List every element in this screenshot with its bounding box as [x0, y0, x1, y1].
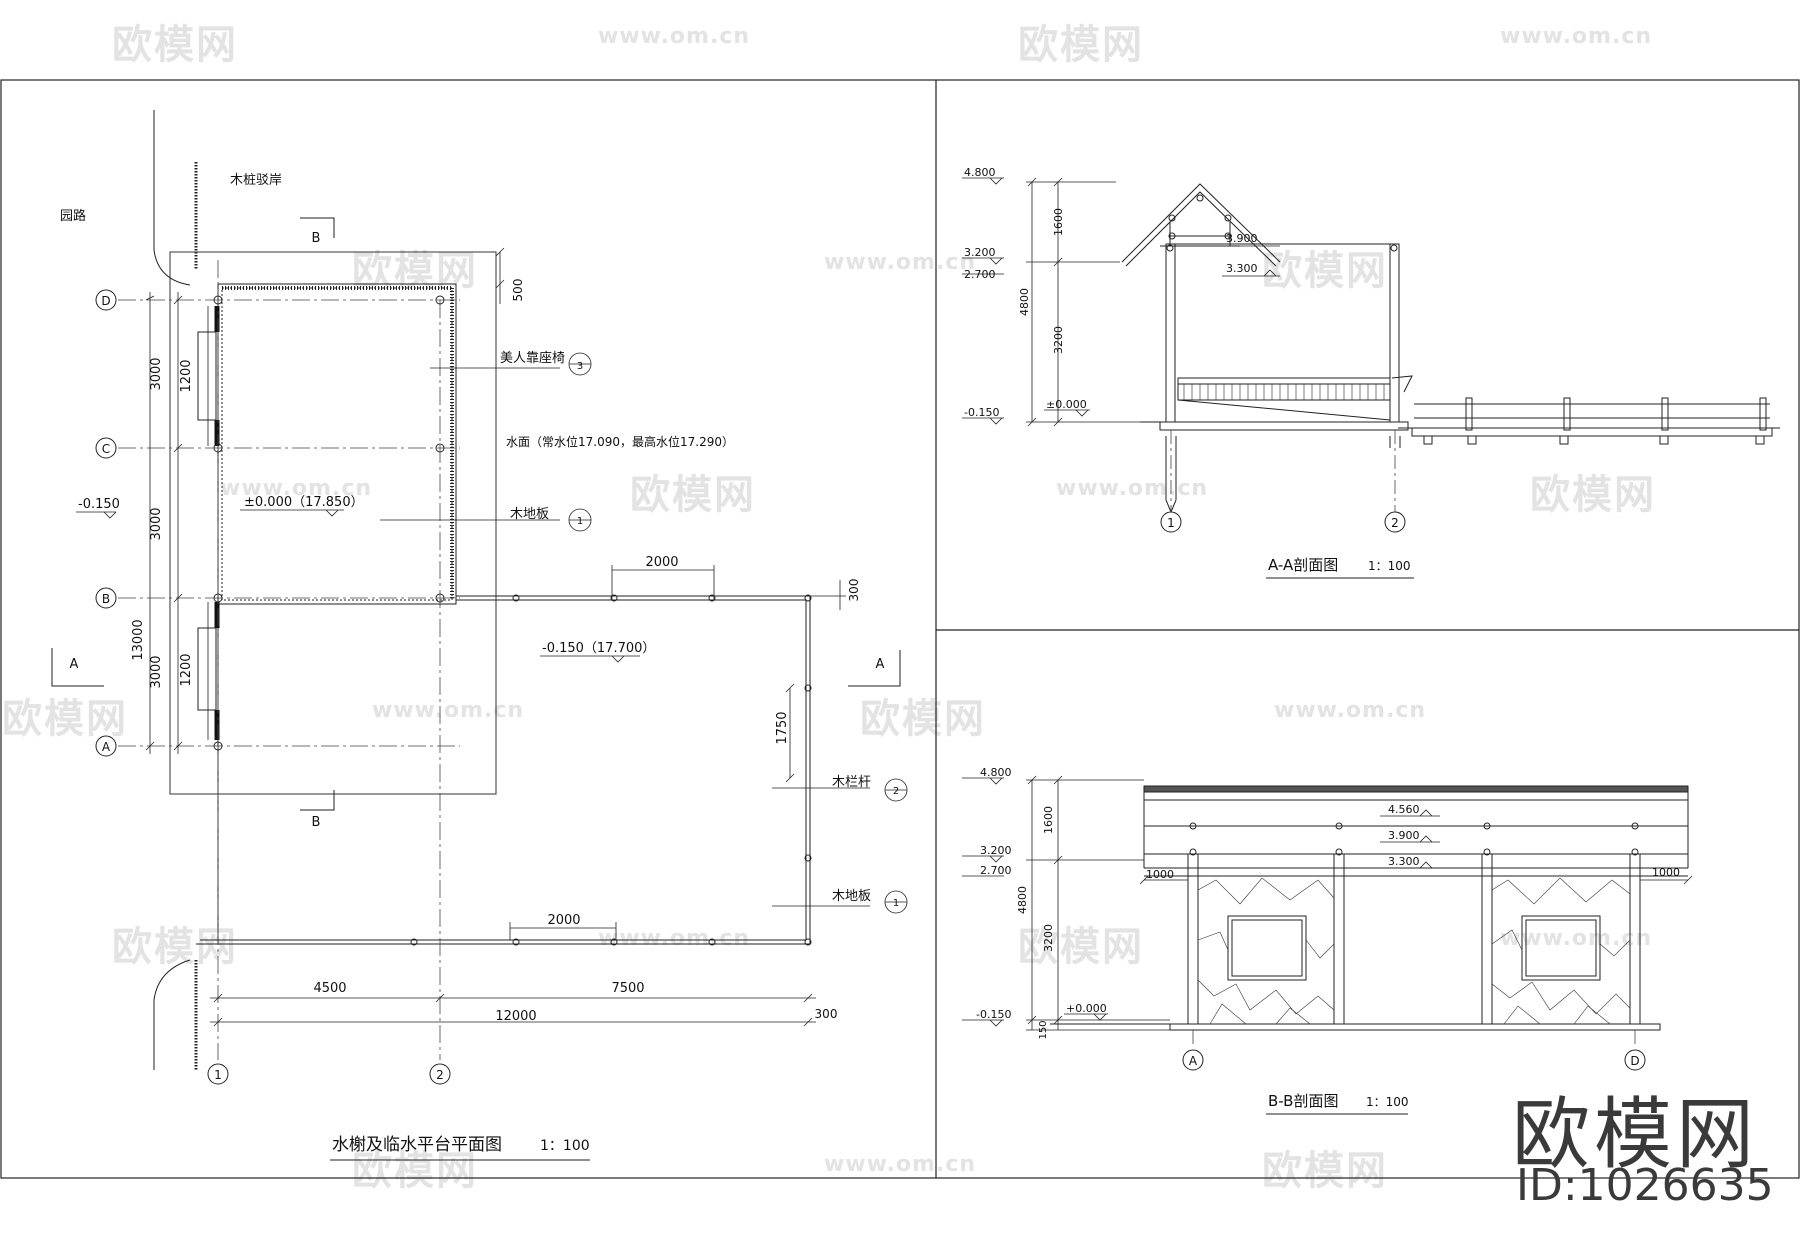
dim-3000-bottom: 3000 — [149, 655, 164, 688]
bb-axis-d: D — [1630, 1054, 1639, 1068]
dim-12000: 12000 — [495, 1009, 536, 1024]
aa-dim-3200: 3200 — [1052, 326, 1065, 354]
aa-level-3200: 3.200 — [964, 246, 996, 259]
bb-dim-4800: 4800 — [1016, 886, 1029, 914]
sheet-frame — [0, 79, 1800, 1179]
aa-level-2700: 2.700 — [964, 268, 996, 281]
axis-label-b: B — [102, 592, 110, 606]
bb-level-3900: 3.900 — [1388, 829, 1420, 842]
aa-level-minus-150: -0.150 — [964, 406, 999, 419]
floor-plan: D C B A 1 2 3000 3000 3000 13000 1200 12… — [51, 110, 908, 1161]
label-floor-pavilion: 木地板 — [510, 507, 549, 522]
dim-window-1200-top: 1200 — [179, 359, 194, 392]
axis-label-a: A — [102, 740, 111, 754]
label-floor-platform: 木地板 — [832, 889, 871, 904]
bb-dim-150: 150 — [1038, 1020, 1049, 1039]
aa-level-3900: 3.900 — [1226, 232, 1258, 245]
elev-platform: -0.150（17.700） — [542, 641, 655, 656]
dim-7500: 7500 — [611, 981, 644, 996]
label-railing: 木栏杆 — [832, 775, 871, 790]
bb-level-2700: 2.700 — [980, 864, 1012, 877]
aa-level-0: ±0.000 — [1046, 398, 1087, 411]
dim-3000-mid: 3000 — [149, 507, 164, 540]
elev-left: -0.150 — [78, 497, 120, 512]
aa-level-4800: 4.800 — [964, 166, 996, 179]
label-garden-road: 园路 — [60, 208, 86, 224]
bb-dim-1600: 1600 — [1042, 806, 1055, 834]
section-mark-b-top: B — [312, 231, 321, 246]
dim-window-1200-bottom: 1200 — [179, 653, 194, 686]
section-mark-b-bottom: B — [312, 815, 321, 830]
axis-label-1: 1 — [214, 1068, 222, 1082]
bb-level-4800: 4.800 — [980, 766, 1012, 779]
axis-label-d: D — [101, 294, 110, 308]
model-id: ID:1026635 — [1516, 1160, 1774, 1211]
dim-300-bottom: 300 — [815, 1007, 838, 1021]
axis-label-2: 2 — [436, 1068, 444, 1082]
section-mark-a-right: A — [876, 657, 885, 672]
dim-300-right: 300 — [847, 579, 861, 602]
plan-title: 水榭及临水平台平面图 — [332, 1135, 502, 1155]
axis-label-c: C — [102, 442, 110, 456]
dim-2000-bottom: 2000 — [547, 913, 580, 928]
aa-scale: 1：100 — [1368, 559, 1411, 573]
elev-pavilion: ±0.000（17.850） — [244, 495, 364, 510]
bb-level-minus-150: -0.150 — [976, 1008, 1011, 1021]
bb-title: B-B剖面图 — [1268, 1092, 1338, 1110]
dim-3000-top: 3000 — [149, 357, 164, 390]
bb-scale: 1：100 — [1366, 1095, 1409, 1109]
bb-axis-a: A — [1189, 1054, 1198, 1068]
aa-title: A-A剖面图 — [1268, 556, 1338, 574]
tag-floor-platform: 1 — [893, 898, 899, 909]
bb-level-0: +0.000 — [1066, 1002, 1107, 1015]
section-mark-a-left: A — [70, 657, 79, 672]
bb-dim-1000-right: 1000 — [1652, 866, 1680, 879]
dim-2000-top: 2000 — [645, 555, 678, 570]
section-bb: 4.800 3.200 2.700 -0.150 +0.000 4.560 3.… — [962, 766, 1693, 1115]
bb-level-3300: 3.300 — [1388, 855, 1420, 868]
dim-1750: 1750 — [775, 711, 790, 744]
aa-level-3300: 3.300 — [1226, 262, 1258, 275]
bb-level-4560: 4.560 — [1388, 803, 1420, 816]
section-aa: 1 2 4.800 3.200 2.700 -0.150 ±0.000 3.90… — [962, 166, 1780, 579]
tag-railing: 2 — [893, 786, 899, 797]
bb-dim-1000-left: 1000 — [1146, 868, 1174, 881]
dim-13000: 13000 — [131, 619, 146, 660]
aa-dim-1600: 1600 — [1052, 208, 1065, 236]
bb-level-3200: 3.200 — [980, 844, 1012, 857]
aa-dim-4800: 4800 — [1018, 288, 1031, 316]
label-water: 水面（常水位17.090，最高水位17.290） — [506, 434, 734, 449]
bb-dim-3200: 3200 — [1042, 924, 1055, 952]
plan-scale: 1：100 — [540, 1138, 590, 1154]
tag-floor-pavilion: 1 — [577, 516, 583, 527]
brand-logo-text: 欧模网 — [1512, 1090, 1759, 1180]
dim-4500: 4500 — [313, 981, 346, 996]
tag-bench: 3 — [577, 361, 583, 372]
aa-axis-1: 1 — [1167, 516, 1175, 530]
aa-axis-2: 2 — [1391, 516, 1399, 530]
label-pile-bank: 木桩驳岸 — [230, 173, 282, 188]
label-bench: 美人靠座椅 — [500, 351, 565, 366]
dim-500: 500 — [511, 279, 525, 302]
